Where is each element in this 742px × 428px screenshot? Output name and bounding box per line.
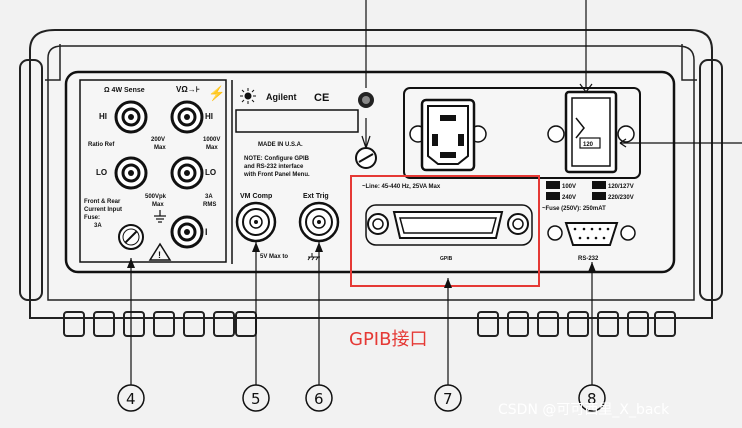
- lo-input-terminal[interactable]: [170, 156, 204, 190]
- power-module-frame: [403, 87, 641, 179]
- rms-label-2: RMS: [203, 202, 216, 208]
- leader-lines: [130, 0, 742, 385]
- chassis-ground-icon: [154, 210, 166, 223]
- rms-label-1: 3A: [205, 194, 213, 200]
- brand-label: Agilent: [266, 92, 297, 102]
- ratio-ref-label: Ratio Ref: [88, 142, 115, 148]
- ground-symbol-icon: [358, 92, 374, 108]
- note-line-2: and RS-232 interface: [244, 164, 304, 170]
- v1000-max-label-2: Max: [206, 145, 218, 151]
- callout-5: 5: [242, 384, 270, 412]
- max-voltage-label: 5V Max to: [260, 254, 288, 260]
- v240-label: 240V: [562, 195, 576, 201]
- v100-label: 100V: [562, 184, 576, 190]
- svg-text:5: 5: [251, 390, 261, 408]
- ext-trig-bnc-connector[interactable]: [298, 201, 340, 243]
- vm-comp-label: VM Comp: [240, 193, 272, 200]
- svg-text:6: 6: [314, 390, 324, 408]
- ext-trig-label: Ext Trig: [303, 193, 329, 200]
- current-terminal-label: I: [205, 227, 208, 237]
- hi-sense-terminal[interactable]: [114, 100, 148, 134]
- leader-arrowheads: [127, 242, 596, 288]
- gpib-port-label: GPIB: [440, 256, 453, 262]
- v120-127-label: 120/127V: [608, 184, 634, 190]
- watermark: CSDN @可可西里_X_back: [498, 402, 670, 418]
- left-bumper: [19, 59, 43, 301]
- v1000-max-label-1: 1000V: [203, 137, 220, 143]
- v-ohm-diode-label: VΩ→⊦: [176, 85, 200, 94]
- feet-left: [63, 311, 257, 337]
- chassis-screw: [355, 147, 377, 169]
- note-line-3: with Front Panel Menu.: [243, 172, 310, 178]
- rs232-label: RS-232: [578, 256, 599, 262]
- chassis-ground-icon-2: [307, 253, 320, 261]
- lo-left-label: LO: [96, 168, 107, 177]
- ac-power-inlet[interactable]: [409, 98, 487, 172]
- hi-right-label: HI: [205, 112, 213, 121]
- line-spec-label: ~Line: 45-440 Hz, 25VA Max: [362, 184, 441, 190]
- serial-number-plate: [235, 109, 359, 133]
- svg-text:4: 4: [126, 390, 136, 408]
- ce-mark: CE: [314, 92, 329, 104]
- voltage-selector-fuse-drawer[interactable]: 120: [547, 90, 635, 174]
- lo-sense-terminal[interactable]: [114, 156, 148, 190]
- v200-max-label-2: Max: [154, 145, 166, 151]
- callout-4: 4: [117, 384, 145, 412]
- callout-8: 8: [578, 384, 606, 412]
- ohm-4w-sense-label: Ω 4W Sense: [104, 87, 145, 94]
- lightning-icon: ⚡: [208, 85, 225, 102]
- svg-text:7: 7: [443, 390, 453, 408]
- fuse-spec-label: ~Fuse (250V): 250mAT: [542, 206, 606, 212]
- current-fuse-holder[interactable]: [118, 224, 144, 250]
- warning-triangle-icon: !: [148, 242, 172, 261]
- right-top-bracket: [681, 44, 697, 81]
- fuse-label-4: 3A: [94, 223, 102, 229]
- voltage-selector-value: 120: [583, 142, 594, 148]
- instrument-inner-outline: [47, 45, 695, 301]
- made-in-label: MADE IN U.S.A.: [258, 142, 303, 148]
- vm-comp-bnc-connector[interactable]: [235, 201, 277, 243]
- svg-text:!: !: [158, 250, 161, 260]
- v200-max-label-1: 200V: [151, 137, 165, 143]
- right-bumper: [699, 59, 723, 301]
- gpib-connector[interactable]: [365, 204, 533, 246]
- left-top-bracket: [45, 44, 61, 81]
- note-line-1: NOTE: Configure GPIB: [244, 156, 310, 162]
- gpib-interface-annotation: GPIB接口: [349, 329, 427, 350]
- fuse-label-2: Current Input: [84, 207, 122, 213]
- rs232-connector[interactable]: [547, 222, 636, 246]
- hi-input-terminal[interactable]: [170, 100, 204, 134]
- lo-right-label: LO: [205, 168, 216, 177]
- callout-6: 6: [305, 384, 333, 412]
- callout-7: 7: [434, 384, 462, 412]
- voltage-table: 100V 120/127V 240V 220/230V: [546, 181, 634, 201]
- feet-right: [477, 311, 676, 337]
- current-input-terminal[interactable]: [170, 215, 204, 249]
- svg-text:8: 8: [587, 390, 597, 408]
- agilent-logo-icon: [240, 88, 256, 104]
- fuse-label-1: Front & Rear: [84, 199, 121, 205]
- v220-230-label: 220/230V: [608, 195, 634, 201]
- v500pk-label-1: 500Vpk: [145, 194, 167, 200]
- v500pk-label-2: Max: [152, 202, 164, 208]
- hi-left-label: HI: [99, 112, 107, 121]
- input-terminal-block: [79, 79, 227, 263]
- fuse-label-3: Fuse:: [84, 215, 100, 221]
